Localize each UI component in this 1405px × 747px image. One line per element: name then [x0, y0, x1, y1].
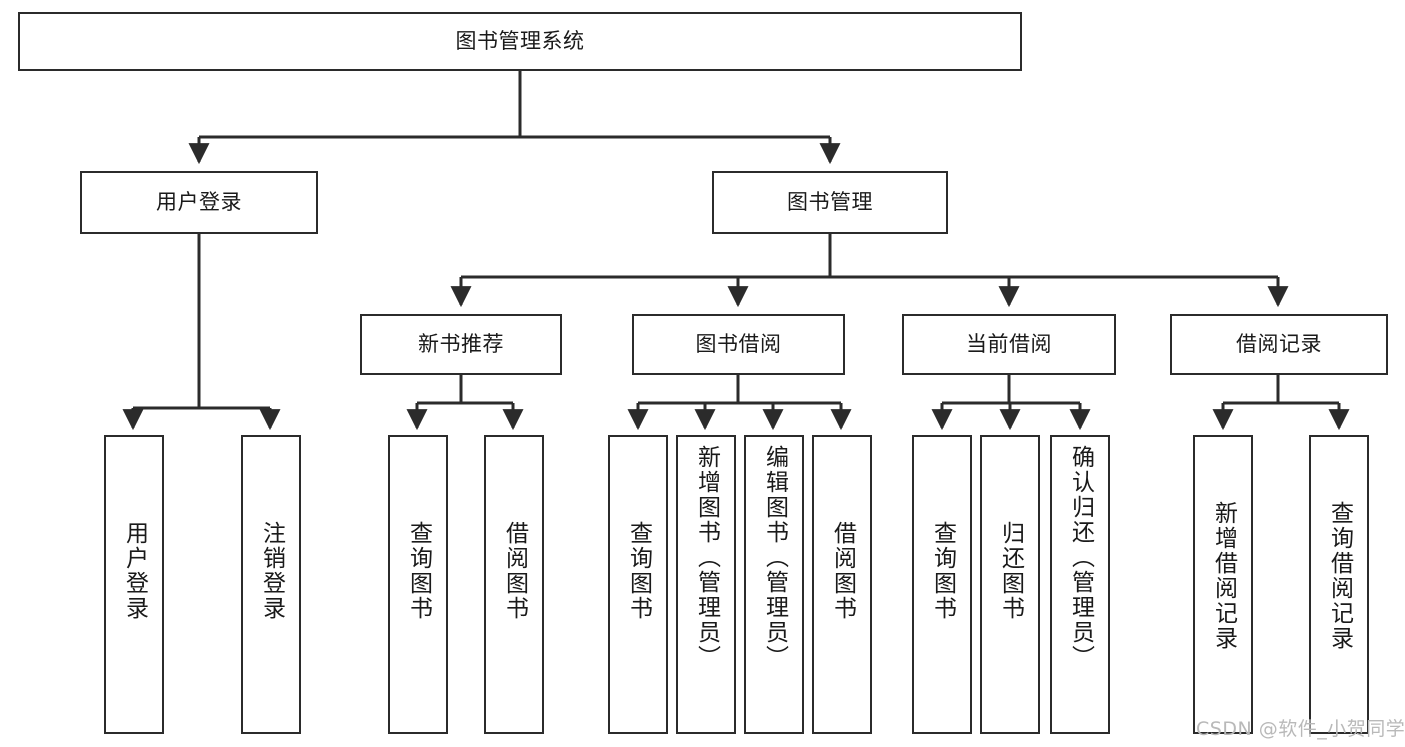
node-label: 新增图书（管理员） [693, 445, 720, 670]
node-label: 查询借阅记录 [1326, 501, 1353, 651]
node-label: 借阅图书 [829, 521, 856, 621]
node-label: 确认归还（管理员） [1067, 445, 1094, 670]
node-label: 编辑图书（管理员） [761, 445, 788, 670]
node-book-borrow[interactable]: 图书借阅 [632, 314, 845, 375]
node-current-borrow[interactable]: 当前借阅 [902, 314, 1116, 375]
node-label: 借阅记录 [1236, 331, 1322, 356]
leaf-confirm-return-admin[interactable]: 确认归还（管理员） [1050, 435, 1110, 734]
node-label: 注销登录 [258, 521, 285, 621]
node-label: 归还图书 [997, 521, 1024, 621]
node-borrow-record[interactable]: 借阅记录 [1170, 314, 1388, 375]
node-label: 当前借阅 [966, 331, 1052, 356]
leaf-user-login[interactable]: 用户登录 [104, 435, 164, 734]
node-label: 用户登录 [121, 521, 148, 621]
leaf-add-book-admin[interactable]: 新增图书（管理员） [676, 435, 736, 734]
node-label: 新增借阅记录 [1210, 501, 1237, 651]
node-label: 借阅图书 [501, 521, 528, 621]
node-label: 新书推荐 [418, 331, 504, 356]
node-label: 查询图书 [929, 521, 956, 621]
node-new-book-recommend[interactable]: 新书推荐 [360, 314, 562, 375]
leaf-query-book-recommend[interactable]: 查询图书 [388, 435, 448, 734]
node-label: 查询图书 [625, 521, 652, 621]
node-label: 图书借阅 [695, 331, 782, 356]
node-book-management[interactable]: 图书管理 [712, 171, 948, 234]
leaf-borrow-book-recommend[interactable]: 借阅图书 [484, 435, 544, 734]
leaf-borrow-book[interactable]: 借阅图书 [812, 435, 872, 734]
leaf-logout[interactable]: 注销登录 [241, 435, 301, 734]
leaf-add-borrow-record[interactable]: 新增借阅记录 [1193, 435, 1253, 734]
node-label: 用户登录 [156, 189, 242, 214]
node-label: 图书管理 [787, 189, 873, 214]
leaf-edit-book-admin[interactable]: 编辑图书（管理员） [744, 435, 804, 734]
node-label: 查询图书 [405, 521, 432, 621]
leaf-query-book-borrow[interactable]: 查询图书 [608, 435, 668, 734]
leaf-return-book[interactable]: 归还图书 [980, 435, 1040, 734]
csdn-watermark: CSDN @软件_小贺同学 [1196, 718, 1405, 740]
node-label: 图书管理系统 [455, 28, 585, 53]
node-root-system[interactable]: 图书管理系统 [18, 12, 1022, 71]
leaf-query-book-current[interactable]: 查询图书 [912, 435, 972, 734]
leaf-query-borrow-record[interactable]: 查询借阅记录 [1309, 435, 1369, 734]
node-user-login[interactable]: 用户登录 [80, 171, 318, 234]
